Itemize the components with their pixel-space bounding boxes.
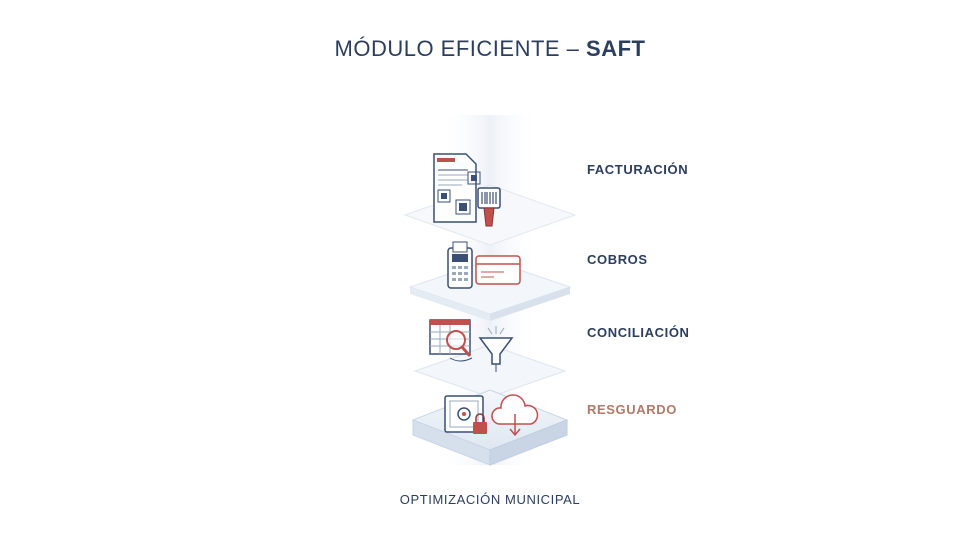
- layer-label-resguardo: RESGUARDO: [587, 402, 677, 417]
- spreadsheet-search-filter-icon: [429, 319, 514, 372]
- safe-cloud-lock-icon: [444, 394, 539, 437]
- invoice-barcode-icon: [433, 153, 501, 227]
- pos-terminal-card-icon: [447, 241, 521, 289]
- page-title: MÓDULO EFICIENTE – SAFT: [0, 36, 980, 62]
- layer-label-cobros: COBROS: [587, 252, 648, 267]
- layer-label-facturacion: FACTURACIÓN: [587, 162, 689, 177]
- footer-caption: OPTIMIZACIÓN MUNICIPAL: [399, 492, 581, 507]
- title-prefix: MÓDULO EFICIENTE –: [334, 36, 587, 61]
- layer-label-conciliacion: CONCILIACIÓN: [587, 325, 690, 340]
- title-strong: SAFT: [586, 36, 646, 61]
